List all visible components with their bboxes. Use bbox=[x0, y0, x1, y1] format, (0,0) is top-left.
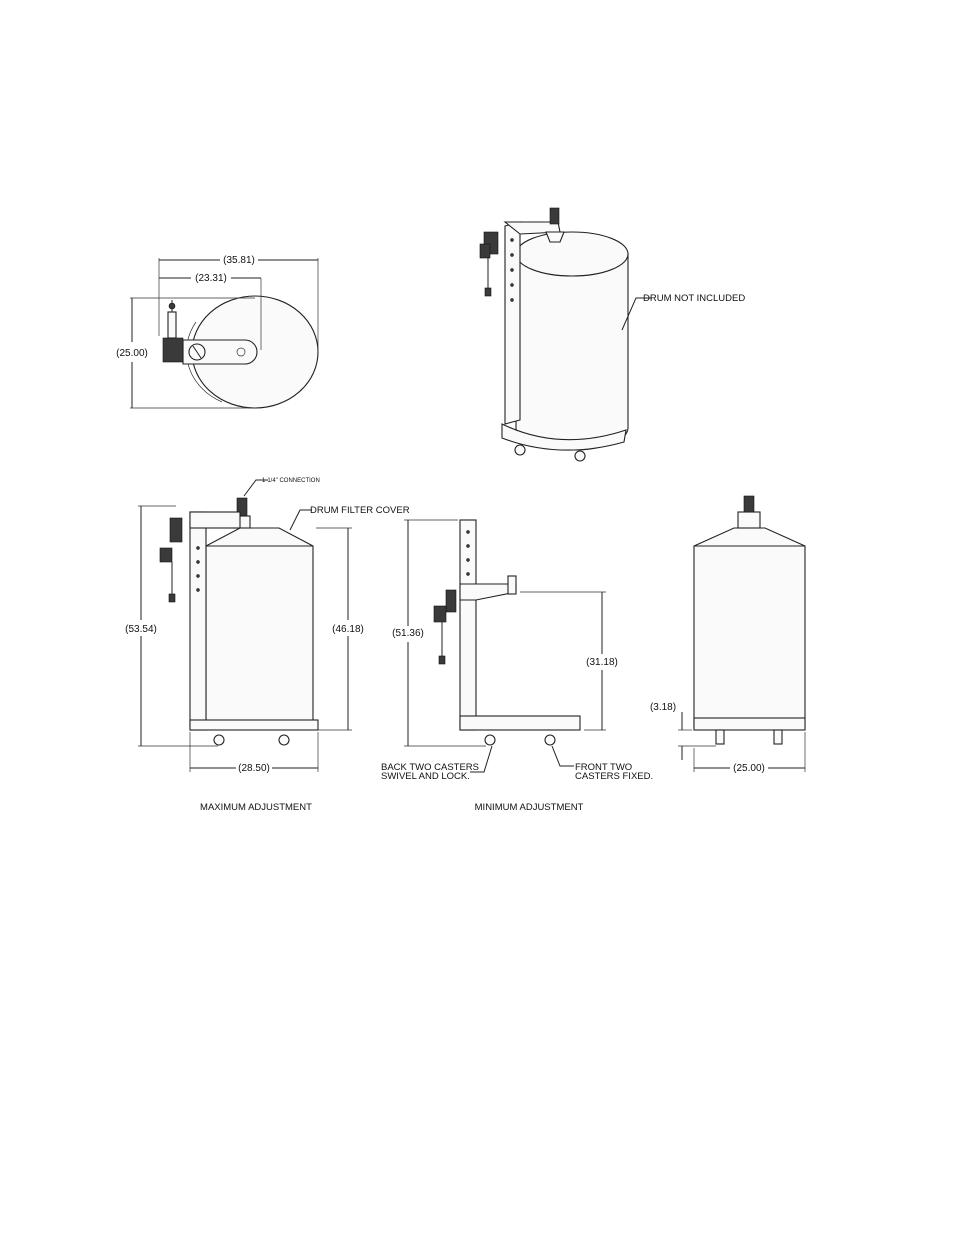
dim-front-width: (25.00) bbox=[733, 763, 765, 774]
min-column bbox=[459, 519, 477, 731]
min-base bbox=[459, 715, 581, 731]
callout-front-casters-2: CASTERS FIXED. bbox=[575, 771, 653, 782]
iso-column bbox=[504, 221, 521, 425]
min-caster-back bbox=[484, 734, 496, 746]
iso-base bbox=[501, 423, 627, 451]
dim-base-width: (28.50) bbox=[238, 763, 270, 774]
iso-drum-body bbox=[515, 254, 629, 451]
dim-min-total-height: (51.36) bbox=[392, 628, 424, 639]
min-regulator bbox=[445, 589, 457, 613]
caption-max-adjustment: MAXIMUM ADJUSTMENT bbox=[200, 802, 312, 813]
dim-max-drum-height: (46.18) bbox=[332, 624, 364, 635]
callout-back-casters-2: SWIVEL AND LOCK. bbox=[381, 771, 470, 782]
max-adjustment-view: 1-1/4" CONNECTION DRUM FILTER COVER (53.… bbox=[125, 478, 410, 813]
front-view: (3.18) (25.00) bbox=[650, 495, 806, 774]
iso-drum-top bbox=[515, 231, 629, 277]
callout-back-casters-1: BACK TWO CASTERS bbox=[381, 762, 479, 773]
min-caster-front bbox=[544, 734, 556, 746]
max-drum-body bbox=[205, 545, 314, 731]
iso-caster-back bbox=[514, 444, 526, 456]
callout-drum-not-included: DRUM NOT INCLUDED bbox=[643, 293, 745, 304]
min-arm bbox=[459, 583, 517, 601]
dim-caster-height: (3.18) bbox=[650, 702, 676, 713]
max-caster-back bbox=[213, 734, 225, 746]
max-filter-cover bbox=[205, 527, 314, 547]
dim-center-offset: (23.31) bbox=[195, 273, 227, 284]
callout-connection: 1-1/4" CONNECTION bbox=[262, 478, 320, 484]
top-regulator bbox=[162, 337, 184, 363]
drum-callout-leader bbox=[621, 297, 652, 331]
max-caster-front bbox=[278, 734, 290, 746]
front-filter-cover bbox=[693, 527, 806, 547]
dim-overall-width: (35.81) bbox=[223, 255, 255, 266]
dim-depth: (25.00) bbox=[116, 348, 148, 359]
top-view: (35.81) (23.31) (25.00) bbox=[116, 255, 319, 409]
callout-front-casters-1: FRONT TWO bbox=[575, 762, 632, 773]
iso-caster-front bbox=[574, 450, 586, 462]
front-fitting bbox=[743, 495, 755, 515]
front-caster-right bbox=[773, 729, 783, 745]
front-caster-left bbox=[715, 729, 725, 745]
max-regulator bbox=[169, 517, 183, 543]
iso-fitting bbox=[549, 207, 560, 225]
min-adjustment-view: (51.36) (31.18) BACK TWO CASTERS SWIVEL … bbox=[381, 519, 653, 813]
caption-min-adjustment: MINIMUM ADJUSTMENT bbox=[475, 802, 584, 813]
min-fitting bbox=[507, 575, 517, 595]
front-base bbox=[693, 717, 806, 731]
front-drum-body bbox=[693, 545, 806, 729]
max-column bbox=[189, 511, 207, 731]
isometric-view: DRUM NOT INCLUDED bbox=[479, 207, 745, 462]
max-arm bbox=[189, 511, 241, 529]
dim-arm-height: (31.18) bbox=[586, 657, 618, 668]
callout-drum-filter-cover: DRUM FILTER COVER bbox=[310, 505, 410, 516]
max-base bbox=[189, 719, 319, 731]
dim-max-total-height: (53.54) bbox=[125, 624, 157, 635]
drum-top-inner-edge bbox=[186, 321, 223, 403]
